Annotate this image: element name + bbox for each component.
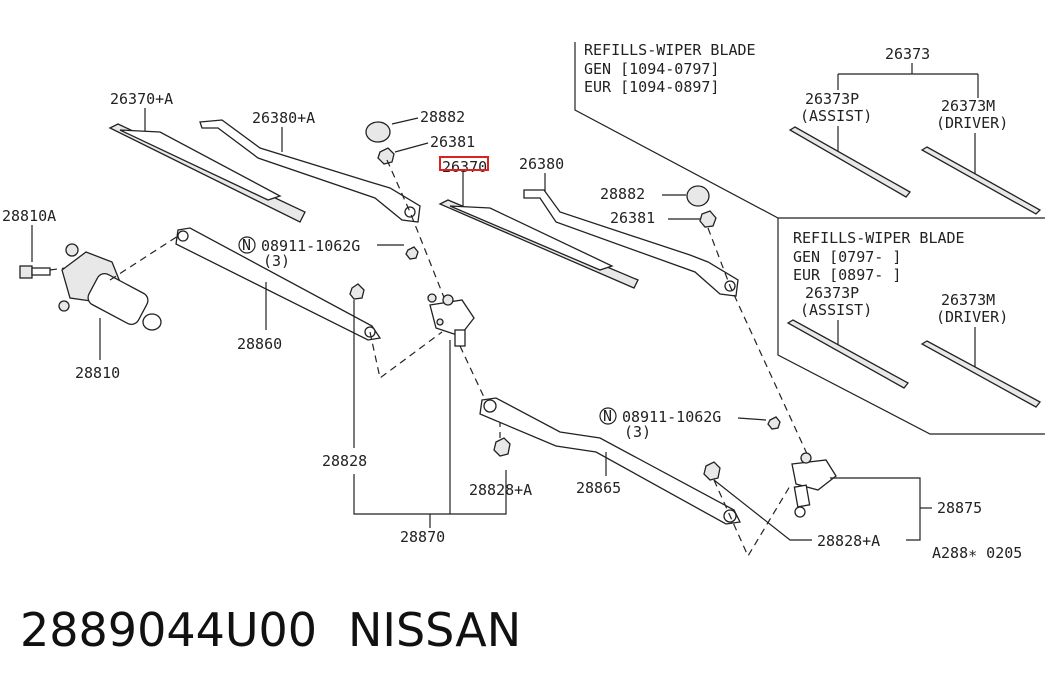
label-26381-left: 26381 xyxy=(430,133,475,151)
brand-name: NISSAN xyxy=(348,603,521,657)
nut-08911-upper xyxy=(405,246,419,260)
label-28882-right: 28882 xyxy=(600,185,645,203)
leader-28828A-right xyxy=(713,479,812,541)
refills-1-eur: EUR [1094-0897] xyxy=(584,78,719,96)
refills-panel-1-border xyxy=(574,42,1045,219)
grommet-28828A-right xyxy=(703,461,721,481)
link-rod-28865 xyxy=(479,397,741,525)
label-26380: 26380 xyxy=(519,155,564,173)
link-rod-28860 xyxy=(175,227,382,341)
refills-1-gen: GEN [1094-0797] xyxy=(584,60,719,78)
label-28860: 28860 xyxy=(237,335,282,353)
wiper-arm-left xyxy=(199,119,421,223)
wiper-arm-right xyxy=(523,189,739,297)
pivot-cap-left xyxy=(365,121,391,143)
refills-1-parent-number: 26373 xyxy=(885,45,930,63)
dash-right-pivot xyxy=(707,227,809,457)
bracket-28870 xyxy=(353,300,507,528)
label-28882-left: 28882 xyxy=(420,108,465,126)
highlight-26370 xyxy=(439,156,489,171)
refill-driver-strip-2 xyxy=(920,340,1041,408)
leader-08911-lower xyxy=(737,417,767,421)
refills-2-driver-label: (DRIVER) xyxy=(936,308,1008,326)
label-3-lower: (3) xyxy=(624,423,651,441)
label-26380A: 26380+A xyxy=(252,109,315,127)
refills-1-driver-number: 26373M xyxy=(941,97,995,115)
wiper-motor xyxy=(58,243,162,331)
refills-1-driver-label: (DRIVER) xyxy=(936,114,1008,132)
refills-1-title: REFILLS-WIPER BLADE xyxy=(584,41,756,59)
leader-26381-left xyxy=(394,142,429,153)
pivot-nut-right xyxy=(699,210,717,228)
refill-assist-strip-2 xyxy=(786,319,909,389)
n-symbol-lower xyxy=(599,407,617,425)
refills-panel-2-border xyxy=(777,218,1045,435)
refills-1-assist-number: 26373P xyxy=(805,90,859,108)
n-symbol-upper xyxy=(238,236,256,254)
refills-2-driver-number: 26373M xyxy=(941,291,995,309)
dash-left-pivot xyxy=(386,159,446,301)
label-28810: 28810 xyxy=(75,364,120,382)
pivot-nut-left xyxy=(377,147,395,165)
refills-1-leaders xyxy=(837,126,976,178)
n-symbol-upper-text: N xyxy=(242,236,251,254)
label-28828: 28828 xyxy=(322,452,367,470)
pivot-cap-right xyxy=(686,185,710,207)
refills-2-leaders xyxy=(837,320,976,372)
grommet-28828-upper xyxy=(349,283,365,300)
dash-right-link xyxy=(713,479,791,558)
label-28875: 28875 xyxy=(937,499,982,517)
nut-08911-lower xyxy=(767,416,781,430)
refill-driver-strip-1 xyxy=(920,146,1042,215)
link-rod-28865-end-a xyxy=(483,399,497,413)
label-28865: 28865 xyxy=(576,479,621,497)
pivot-assembly-right xyxy=(791,452,837,518)
label-28828A-right: 28828+A xyxy=(817,532,880,550)
label-08911-lower: 08911-1062G xyxy=(622,408,721,426)
wiper-blade-right-frame xyxy=(449,205,614,271)
pivot-assembly-left xyxy=(427,293,475,347)
grommet-28828A-middle xyxy=(493,437,511,457)
label-28810A: 28810A xyxy=(2,207,56,225)
part-number: 2889044U00 xyxy=(20,603,317,657)
leader-28882-left xyxy=(391,117,419,125)
refills-2-gen: GEN [0797- ] xyxy=(793,248,901,266)
dash-motor-link xyxy=(109,235,179,281)
dash-link-pivot xyxy=(369,331,443,380)
refills-2-title: REFILLS-WIPER BLADE xyxy=(793,229,965,247)
refills-1-bracket xyxy=(837,63,979,98)
arm-left-pivot xyxy=(404,206,416,218)
label-28870: 28870 xyxy=(400,528,445,546)
label-26370A: 26370+A xyxy=(110,90,173,108)
refills-2-assist-label: (ASSIST) xyxy=(800,301,872,319)
label-28828A-middle: 28828+A xyxy=(469,481,532,499)
wiper-blade-left-frame xyxy=(119,129,282,201)
label-26370: 26370 xyxy=(442,158,487,176)
label-08911-upper: 08911-1062G xyxy=(261,237,360,255)
refills-1-assist-label: (ASSIST) xyxy=(800,107,872,125)
refill-assist-strip-1 xyxy=(788,126,911,198)
refills-2-assist-number: 26373P xyxy=(805,284,859,302)
label-26381-right: 26381 xyxy=(610,209,655,227)
bolt-28810A xyxy=(19,265,51,279)
link-rod-28860-end-a xyxy=(177,230,189,242)
label-3-upper: (3) xyxy=(263,252,290,270)
n-symbol-lower-text: N xyxy=(603,407,612,425)
bracket-28875 xyxy=(830,477,921,541)
refills-2-eur: EUR [0897- ] xyxy=(793,266,901,284)
diagram-code: A288∗ 0205 xyxy=(932,544,1022,562)
